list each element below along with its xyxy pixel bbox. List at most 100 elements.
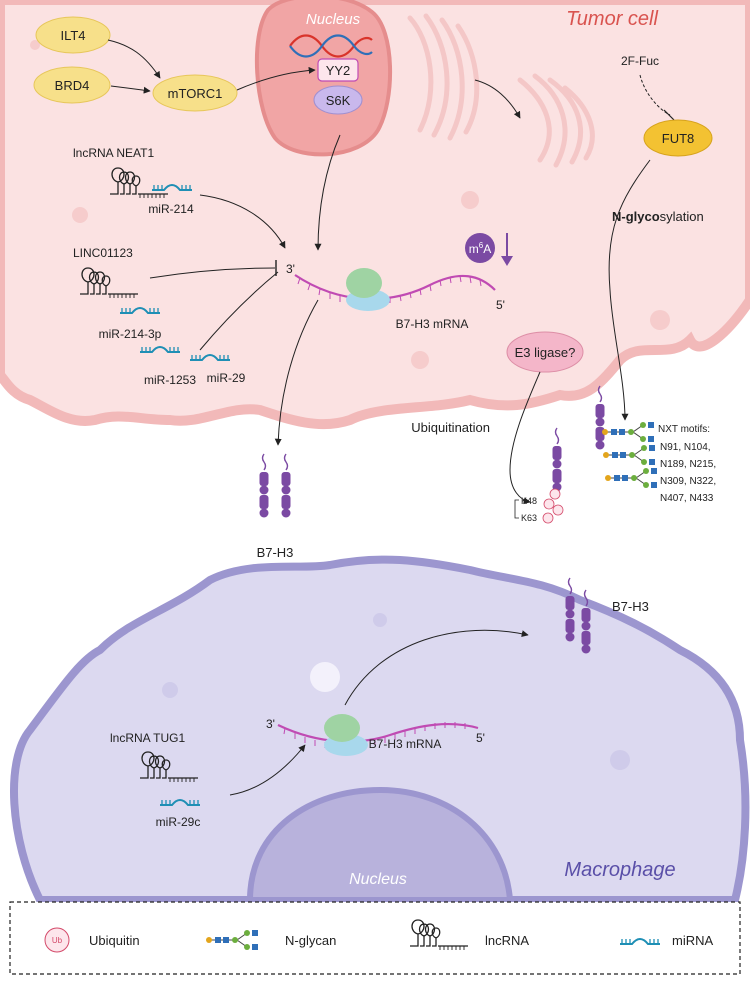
nxt-line-1: N91, N104, xyxy=(660,442,711,453)
legend-ubiquitin: Ubiquitin xyxy=(89,933,140,948)
ribosome-large xyxy=(346,268,382,298)
vesicle xyxy=(373,613,387,627)
arrow-brd4-mtorc1 xyxy=(110,85,151,94)
k-bracket xyxy=(514,499,519,519)
b7h3-protein-2 xyxy=(280,453,292,519)
macro-mrna-3end: 3' xyxy=(266,717,275,731)
vesicle xyxy=(162,682,178,698)
tumor-mrna-5end: 5' xyxy=(496,298,505,312)
tumor-cell-title: Tumor cell xyxy=(566,8,658,30)
e3-ligase-node xyxy=(506,331,584,373)
ubiquitinated-b7h3 xyxy=(551,427,563,493)
arrow-mtorc1-yy2 xyxy=(236,66,316,91)
glyco-suffix: sylation xyxy=(660,209,704,224)
ub-chain xyxy=(549,488,561,500)
glyco-prefix: N-glyco xyxy=(612,209,660,224)
n-glycan-3 xyxy=(604,467,658,489)
n-glycan-2 xyxy=(602,444,656,466)
mir214-label: miR-214 xyxy=(148,202,194,216)
arrow-mrna-b7h3 xyxy=(274,299,319,446)
linc01123-label: LINC01123 xyxy=(73,246,133,260)
arrow-macro-mrna-b7h3 xyxy=(344,629,529,706)
macro-ribosome-large xyxy=(324,714,360,742)
lncrna-tug1-label: lncRNA TUG1 xyxy=(110,731,185,745)
mir29c-label: miR-29c xyxy=(156,815,201,829)
mir29-label: miR-29 xyxy=(207,371,246,385)
2f-fuc-label: 2F-Fuc xyxy=(621,54,659,68)
inhibit-linc-mrna xyxy=(149,267,276,279)
tumor-mrna-3end: 3' xyxy=(286,262,295,276)
arrow-ilt4-mtorc1 xyxy=(107,39,161,79)
nxt-motifs-title: NXT motifs: xyxy=(658,424,710,435)
lncrna-neat1-label: lncRNA NEAT1 xyxy=(73,146,154,160)
macrophage-membrane xyxy=(9,555,750,904)
mtorc1-label: mTORC1 xyxy=(168,86,223,101)
brd4-node xyxy=(33,66,111,104)
nxt-line-3: N309, N322, xyxy=(660,476,716,487)
vesicle xyxy=(72,207,88,223)
vesicle xyxy=(461,191,479,209)
tumor-b7h3-label: B7-H3 xyxy=(257,545,294,560)
s6k-label: S6K xyxy=(326,93,351,108)
legend-mirna: miRNA xyxy=(672,933,713,948)
arrow-fut8-glycosylation xyxy=(608,159,651,421)
vesicle xyxy=(610,750,630,770)
fut8-node xyxy=(643,119,713,157)
vesicle xyxy=(30,40,40,50)
legend-ub-icon xyxy=(44,927,70,953)
m6a-m: m xyxy=(469,242,479,256)
vesicle-light xyxy=(310,662,340,692)
arrow-tug1-mrna xyxy=(229,744,306,796)
legend-nglycan: N-glycan xyxy=(285,933,336,948)
macro-mrna-5end: 5' xyxy=(476,731,485,745)
mir214-3p-label: miR-214-3p xyxy=(99,327,162,341)
ub-chain xyxy=(552,504,564,516)
inhibit-mir-mrna xyxy=(199,271,279,351)
yy2-label: YY2 xyxy=(326,63,351,78)
s6k-node xyxy=(313,85,363,115)
glycosylated-b7h3 xyxy=(594,385,606,451)
legend-box xyxy=(9,901,741,975)
m6a-label: m6A xyxy=(469,241,491,256)
m6a-down-head xyxy=(501,256,513,266)
golgi-apparatus-right xyxy=(517,73,595,168)
m6a-a: A xyxy=(483,242,491,256)
arrow-yy2-mrna xyxy=(314,134,341,251)
arrow-golgi-transport xyxy=(474,79,521,119)
tumor-mrna-strand xyxy=(294,274,496,301)
nxt-line-2: N189, N215, xyxy=(660,459,716,470)
m6a-sup: 6 xyxy=(479,241,484,250)
ilt4-label: ILT4 xyxy=(60,28,85,43)
arrow-e3-ub xyxy=(509,371,541,505)
nxt-line-4: N407, N433 xyxy=(660,493,714,504)
macro-b7h3-label: B7-H3 xyxy=(612,599,649,614)
e3-ligase-label: E3 ligase? xyxy=(515,345,576,360)
ubiquitination-label: Ubiquitination xyxy=(411,420,490,435)
yy2-node xyxy=(317,58,359,82)
vesicle xyxy=(650,310,670,330)
macrophage-nucleus-label: Nucleus xyxy=(349,871,407,888)
tumor-mrna-label: B7-H3 mRNA xyxy=(396,317,469,331)
tumor-nucleus-label: Nucleus xyxy=(306,11,361,28)
legend-lncrna: lncRNA xyxy=(485,933,529,948)
legend-ub-text: Ub xyxy=(52,936,63,945)
n-glycosylation-label: N-glycosylation xyxy=(612,209,704,224)
dna-helix xyxy=(289,34,373,58)
mtorc1-node xyxy=(152,74,238,112)
ub-chain xyxy=(543,498,555,510)
ub-chain xyxy=(542,512,554,524)
mir1253-label: miR-1253 xyxy=(144,373,196,387)
macro-mrna-strand xyxy=(277,722,479,743)
inhibit-fut8 xyxy=(639,74,671,116)
macrophage-title: Macrophage xyxy=(564,859,675,881)
golgi-apparatus-left xyxy=(407,13,480,141)
b7h3-protein-1 xyxy=(258,453,270,519)
inhibit-bar xyxy=(663,109,675,121)
brd4-label: BRD4 xyxy=(55,78,90,93)
ilt4-node xyxy=(35,16,111,54)
arrow-mir214-mrna xyxy=(199,194,286,249)
macro-mrna-label: B7-H3 mRNA xyxy=(369,737,442,751)
n-glycan-1 xyxy=(601,421,655,443)
